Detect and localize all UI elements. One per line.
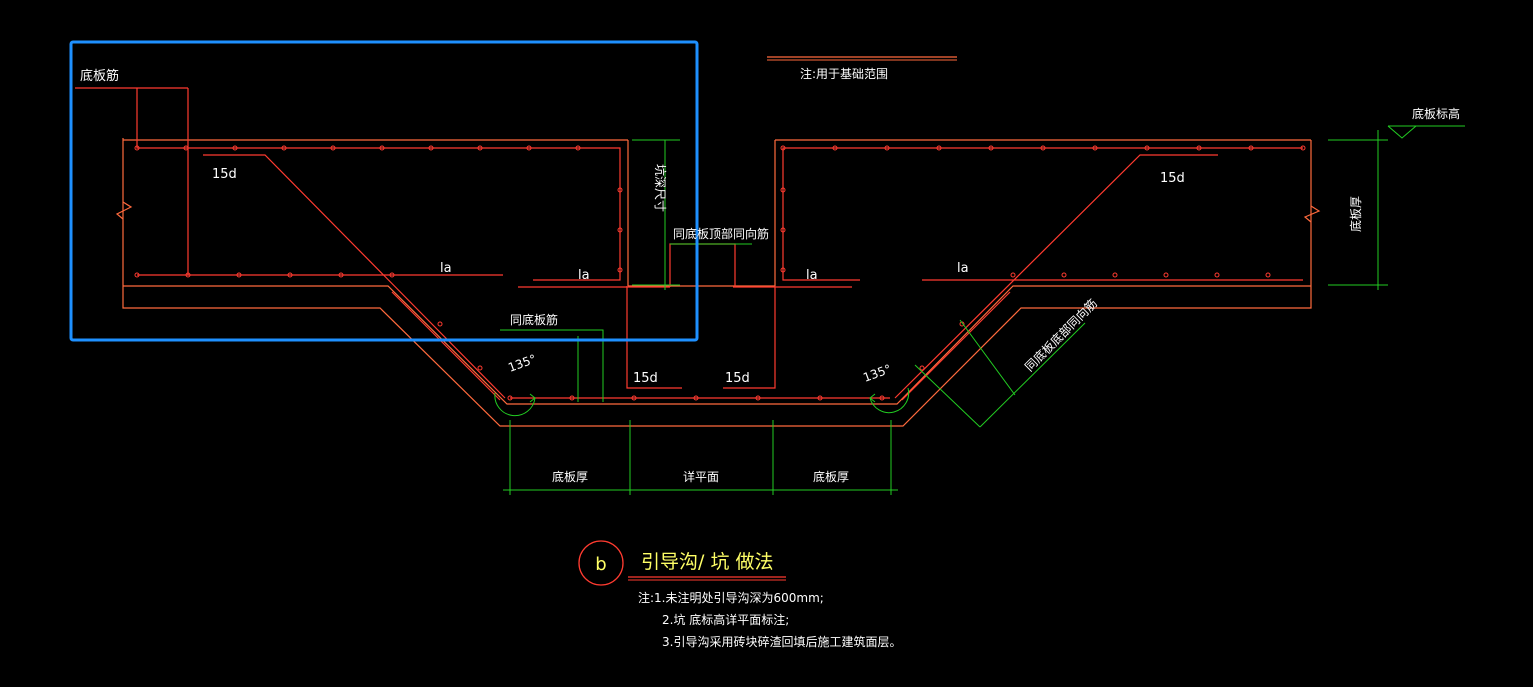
concrete-outline	[115, 138, 1321, 427]
rebar-dot	[389, 272, 395, 278]
cushion-outline	[122, 286, 1312, 427]
label-pit-depth: 坑深尺寸	[653, 164, 668, 212]
rebar-dot	[338, 272, 344, 278]
rebar-dot	[780, 267, 786, 273]
slab-bottom-inner	[123, 285, 1311, 405]
rebar-dot	[1214, 272, 1220, 278]
label-la-1: la	[440, 261, 452, 276]
rebar-dot	[617, 267, 623, 273]
rebar-dot	[437, 321, 443, 327]
rebar-dot	[281, 145, 287, 151]
rebar-dot	[330, 145, 336, 151]
rebar-dot	[988, 145, 994, 151]
rebar-dot	[287, 272, 293, 278]
note-line-1: 注:1.未注明处引导沟深为600mm;	[638, 590, 824, 605]
rebar-dot	[832, 145, 838, 151]
rebar-dot	[617, 227, 623, 233]
rebar-dot	[1265, 272, 1271, 278]
rebar-dot	[507, 395, 513, 401]
note-line-2: 2.坑 底标高详平面标注;	[662, 612, 789, 627]
rebar-dot	[1300, 145, 1306, 151]
right-diagonal-bar	[894, 154, 1218, 399]
label-same-top-rebar: 同底板顶部同向筋	[673, 226, 769, 241]
pit-right-return	[723, 286, 776, 389]
rebar-dot	[1144, 145, 1150, 151]
label-bottom-slab-rebar: 底板筋	[80, 68, 119, 84]
left-top-bar	[136, 88, 621, 281]
label-angle-left: 135°	[506, 352, 538, 375]
rebar-dot	[1163, 272, 1169, 278]
rebar-dot	[1061, 272, 1067, 278]
rebar-dot	[236, 272, 242, 278]
rebar-dots	[134, 145, 1306, 401]
rebar-dot	[183, 145, 189, 151]
trench-inner-left	[391, 291, 501, 401]
rebar-dot	[134, 145, 140, 151]
rebar-dot	[1112, 272, 1118, 278]
selection-box[interactable]	[69, 40, 699, 342]
label-angle-right: 135°	[861, 362, 893, 385]
label-15d-left: 15d	[212, 167, 237, 182]
rebar-dot	[379, 145, 385, 151]
rebar-dot	[780, 227, 786, 233]
label-la-4: la	[957, 261, 969, 276]
label-same-bottom-rebar: 同底板筋	[510, 312, 558, 327]
label-15d-pit-right: 15d	[725, 371, 750, 386]
rebar-dot	[569, 395, 575, 401]
label-15d-right: 15d	[1160, 171, 1185, 186]
rebar-dot	[1092, 145, 1098, 151]
pit-top-bar	[669, 243, 736, 287]
break-symbol-right	[1303, 205, 1321, 223]
rebar-dot	[1010, 272, 1016, 278]
rebar-dot	[477, 365, 483, 371]
rebar-dot	[232, 145, 238, 151]
rebar-dot	[884, 145, 890, 151]
rebar-dot	[428, 145, 434, 151]
dim-left-label: 底板厚	[552, 469, 588, 484]
rebar-dot	[1040, 145, 1046, 151]
label-note-foundation: 注:用于基础范围	[800, 66, 888, 81]
label-slab-thickness-right: 底板厚	[1348, 196, 1363, 232]
detail-symbol-circle	[578, 540, 624, 586]
label-la-2: la	[578, 268, 590, 283]
rebar-dot	[780, 145, 786, 151]
rebar-dot	[185, 272, 191, 278]
right-top-bar	[782, 147, 1303, 281]
rebar-dot	[526, 145, 532, 151]
rebar-dot	[1248, 145, 1254, 151]
trench-inner-right	[901, 291, 1011, 401]
rebar-dot	[575, 145, 581, 151]
label-15d-pit-left: 15d	[633, 371, 658, 386]
rebar-dot	[134, 272, 140, 278]
dim-right-label: 底板厚	[813, 469, 849, 484]
detail-title: 引导沟/ 坑 做法	[641, 551, 773, 573]
rebar-dot	[936, 145, 942, 151]
label-bottom-slab-elevation: 底板标高	[1412, 106, 1460, 121]
rebar-dot	[780, 187, 786, 193]
dim-middle-label: 详平面	[683, 469, 719, 484]
rebar-dot	[693, 395, 699, 401]
rebar-dot	[617, 187, 623, 193]
rebar-dot	[919, 365, 925, 371]
rebar-dot	[631, 395, 637, 401]
rebar-dot	[879, 395, 885, 401]
note-line-3: 3.引导沟采用砖块碎渣回填后施工建筑面层。	[662, 634, 901, 649]
rebar-lines	[75, 87, 1303, 401]
pit-left-return	[626, 286, 682, 389]
rebar-dot	[755, 395, 761, 401]
rebar-dot	[477, 145, 483, 151]
break-symbol-left	[115, 201, 133, 220]
rebar-dot	[1196, 145, 1202, 151]
label-la-3: la	[806, 268, 818, 283]
dimension-lines	[494, 125, 1465, 495]
rebar-dot	[817, 395, 823, 401]
label-same-bottom-dir-rebar: 同底板底部同向筋	[1022, 296, 1100, 374]
left-diagonal-bar	[203, 154, 506, 399]
detail-symbol: b	[595, 554, 606, 575]
